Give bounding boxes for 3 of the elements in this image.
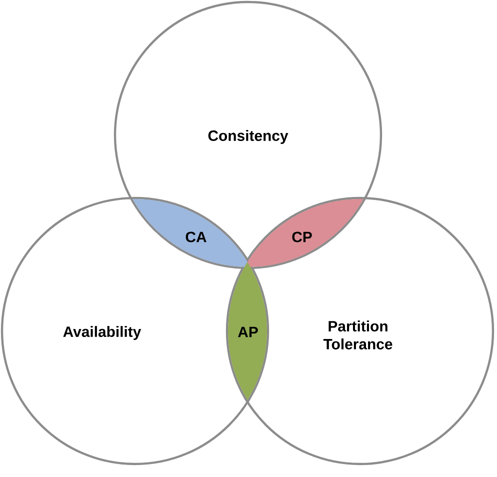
overlap-region: AP [228,262,267,400]
overlap-region: CA [132,199,250,267]
overlap-region: CP [244,199,364,267]
